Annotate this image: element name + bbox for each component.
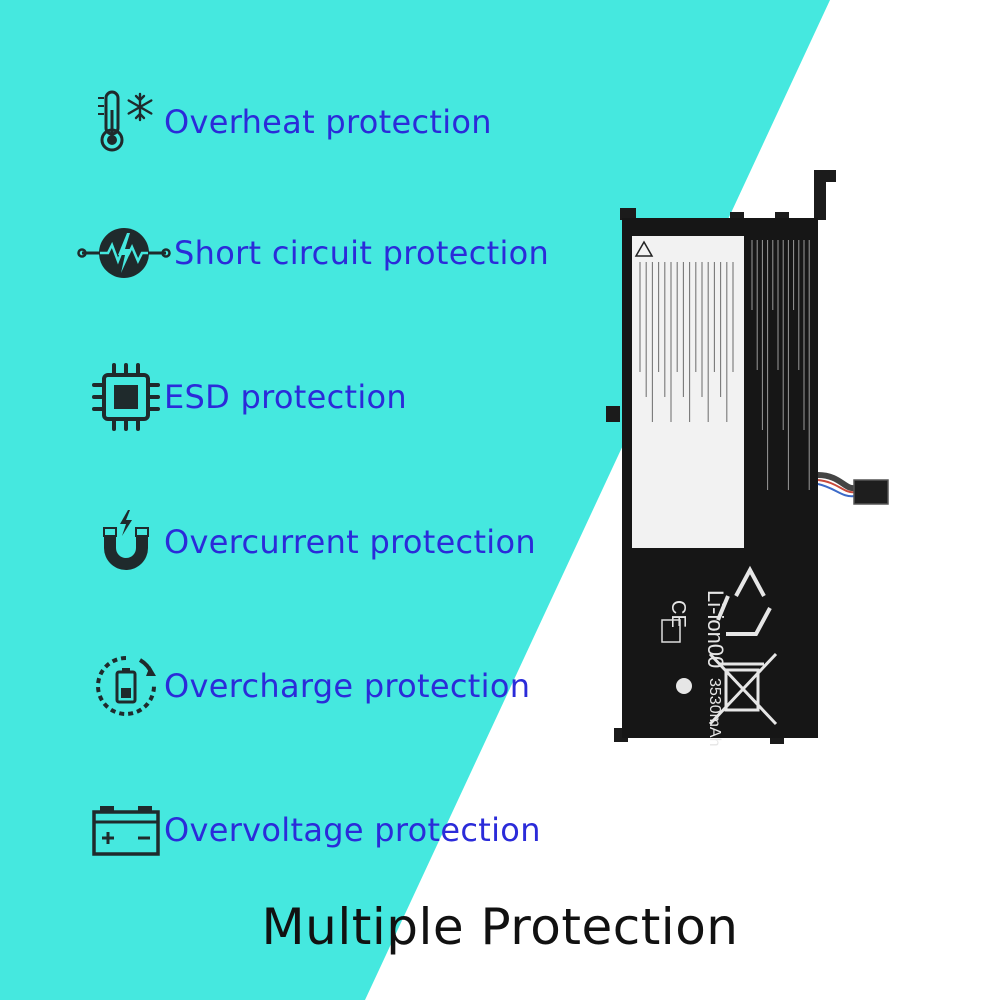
battery-product-image: CE Li-ion00 3530mAh [606, 170, 889, 747]
feature-esd: ESD protection [90, 357, 570, 437]
feature-overcharge: Overcharge protection [90, 646, 570, 726]
chip-icon [90, 361, 162, 433]
feature-label: Overcurrent protection [164, 523, 536, 561]
feature-overvoltage: Overvoltage protection [90, 790, 570, 870]
feature-label: Overcharge protection [164, 667, 531, 705]
feature-label: ESD protection [164, 378, 408, 416]
short-circuit-bolt-icon [76, 217, 172, 289]
magnet-bolt-icon [90, 506, 162, 578]
battery-charge-cycle-icon [90, 650, 162, 722]
recycle-icon [716, 565, 772, 636]
headline: Multiple Protection [261, 898, 739, 956]
feature-short-circuit: Short circuit protection [76, 213, 556, 293]
chemistry-label: Li-ion00 [703, 590, 728, 668]
ce-mark: CE [667, 600, 689, 628]
car-battery-icon [90, 794, 162, 866]
thermometer-snowflake-icon [90, 86, 162, 158]
feature-label: Short circuit protection [174, 234, 550, 272]
feature-overcurrent: Overcurrent protection [90, 502, 570, 582]
capacity-label: 3530mAh [706, 678, 723, 747]
crossed-bin-icon [708, 652, 778, 726]
feature-overheat: Overheat protection [90, 82, 570, 162]
feature-label: Overheat protection [164, 103, 492, 141]
feature-label: Overvoltage protection [164, 811, 541, 849]
warning-label-sticker [632, 236, 744, 548]
